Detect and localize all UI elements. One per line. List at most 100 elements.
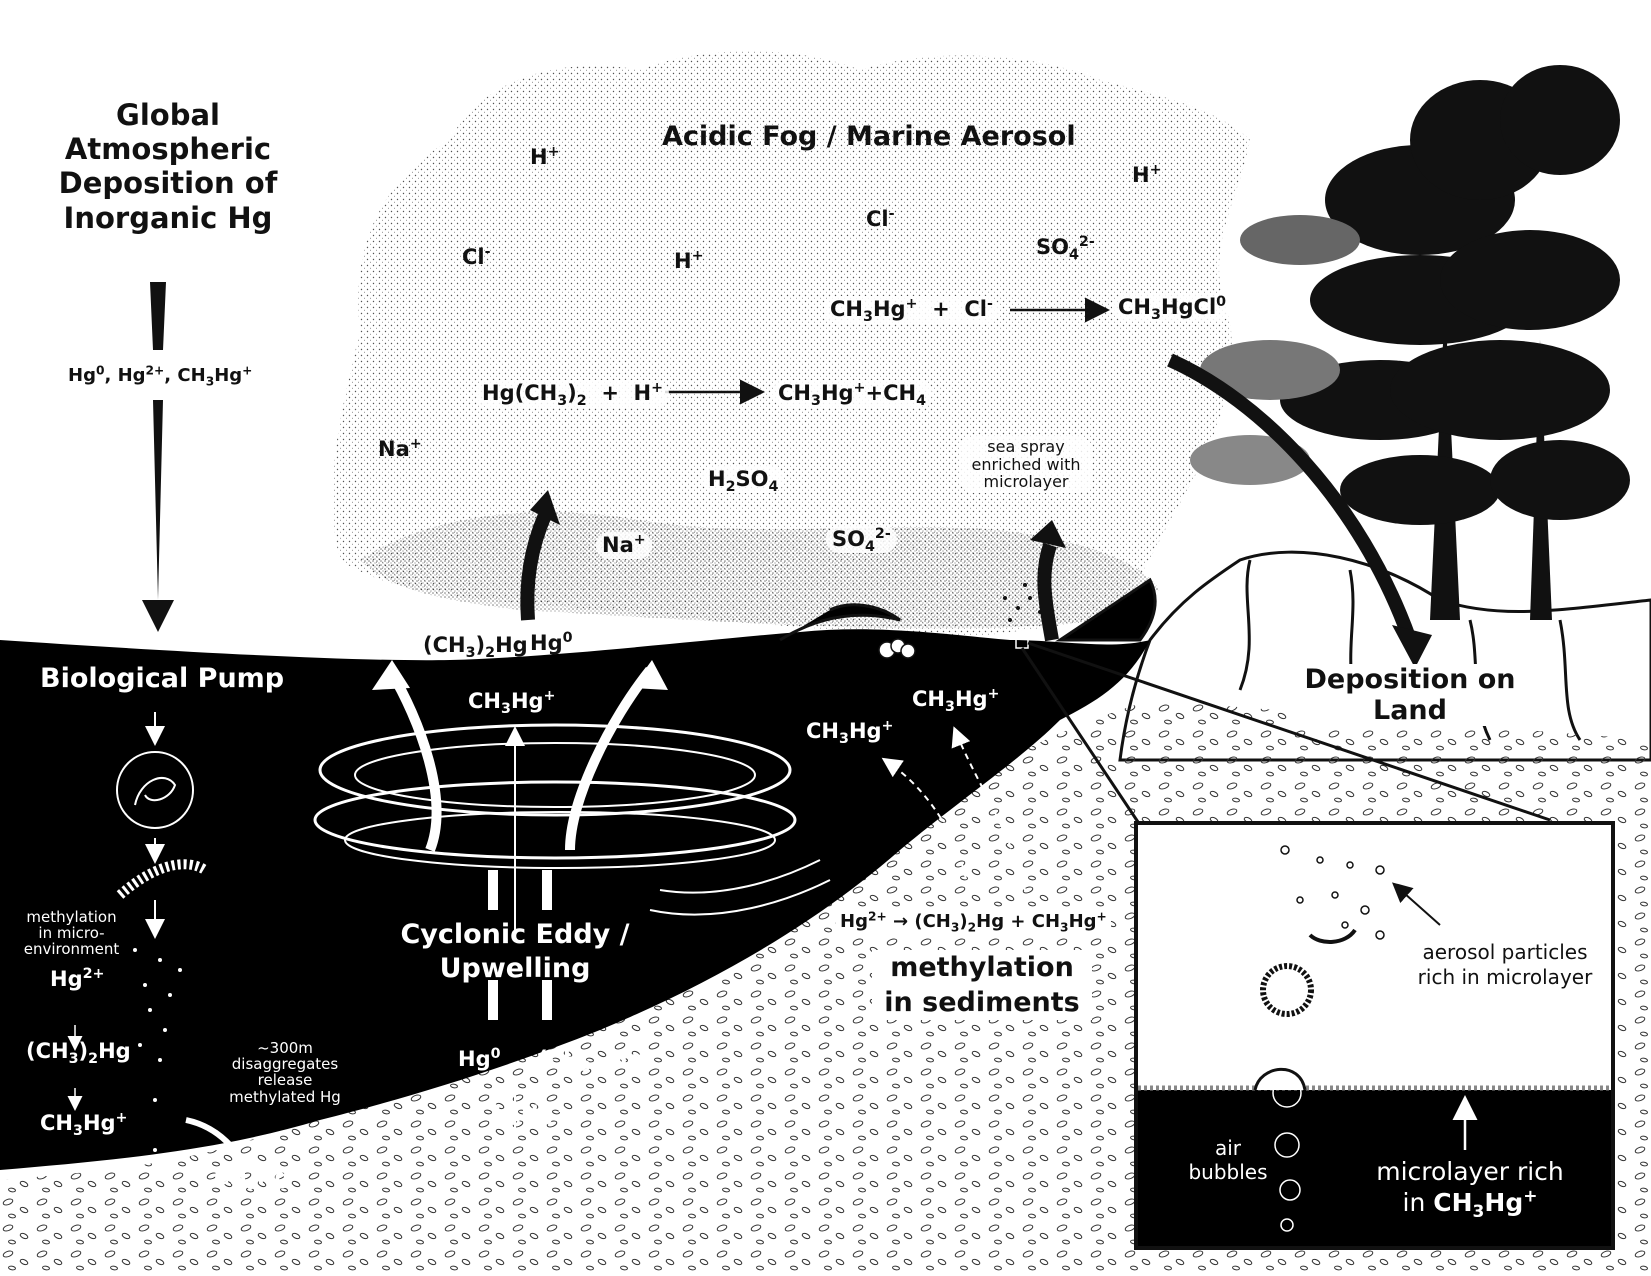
ion-sup: + (691, 248, 704, 265)
species-text: Hg (458, 1047, 491, 1071)
reaction-text: Hg (976, 911, 1005, 932)
species-text: (CH (538, 1047, 581, 1071)
eddy-bottom-dmhg: (CH3)2Hg (538, 1047, 643, 1074)
depth-note: ~300m disaggregates release methylated H… (220, 1040, 350, 1105)
reaction-sup: + (853, 380, 866, 397)
ion-sup: - (888, 206, 895, 223)
species-sub: 2 (88, 1050, 99, 1067)
ion-cl-1: Cl- (866, 206, 895, 231)
ion-h-1: H+ (530, 145, 560, 169)
microlayer-sub: 3 (1472, 1202, 1485, 1223)
title-line-1: Global (116, 98, 220, 132)
species-text: CH (806, 719, 839, 743)
species-sub: 3 (945, 698, 955, 715)
ocean (0, 629, 1150, 1170)
bio-hg2: Hg2+ (50, 966, 105, 991)
fog-reaction-2-product: CH3Hg++CH4 (772, 380, 933, 409)
species-sup: 2+ (82, 966, 105, 983)
ion-so4-1: SO42- (1036, 234, 1095, 262)
reaction-sup: 0 (1216, 294, 1227, 311)
ion-text: Cl (462, 245, 485, 269)
eddy-label: Cyclonic Eddy / Upwelling (385, 918, 645, 986)
sea-spray-line: enriched with (971, 454, 1081, 474)
ion-so4-2: SO42- (826, 526, 897, 555)
reaction-text: ) (567, 381, 577, 405)
methylation-micro-line: environment (23, 939, 120, 958)
species-sup: + (543, 688, 556, 705)
species-sup: + (553, 1100, 566, 1117)
species-text: CH (214, 1165, 247, 1189)
species-text: ) (475, 633, 486, 657)
species-text: Hg (510, 689, 544, 713)
fog-reaction-1-product: CH3HgCl0 (1112, 294, 1233, 322)
sea-spray-line: microlayer (983, 472, 1069, 492)
title-line-4: Inorganic Hg (63, 200, 273, 235)
reaction-sub: 4 (916, 392, 927, 409)
surface-dmhg: (CH3)2Hg (423, 633, 528, 660)
eddy-bottom-mehg: CH3Hg+ (478, 1100, 566, 1128)
reaction-sup: 2+ (867, 909, 887, 924)
ion-h-2: H+ (1132, 163, 1162, 187)
fog-cloud (332, 51, 1250, 640)
global-deposition-arrow (150, 282, 166, 600)
species-sub: 3 (205, 374, 215, 389)
sediments-label: methylation in sediments (872, 950, 1092, 1021)
aerosol-line: aerosol particles (1422, 940, 1588, 964)
reaction-sup: + (1096, 909, 1107, 924)
species-text: CH (912, 687, 945, 711)
depth-note-line: methylated Hg (229, 1087, 341, 1106)
title-line-2: Atmospheric (64, 132, 272, 167)
bio-mehg: CH3Hg+ (40, 1111, 128, 1138)
microlayer-line-2: in CH3Hg+ (1360, 1187, 1580, 1220)
species-text: Hg (82, 1111, 116, 1135)
reaction-text: CH (1031, 911, 1061, 932)
depth-note-line: disaggregates (231, 1055, 339, 1074)
ion-sup: 2- (1078, 234, 1095, 251)
species-text: Hg (530, 631, 563, 655)
sediments-line: methylation (890, 952, 1074, 983)
ion-text: H (530, 145, 548, 169)
reaction-sub: 3 (863, 308, 873, 325)
ion-sup: 2- (874, 526, 891, 543)
species-text: Hg (495, 633, 528, 657)
ion-text: Na (378, 437, 410, 461)
fog-reaction-2-left: Hg(CH3)2 + H+ (476, 380, 670, 408)
ion-text: Na (602, 533, 634, 557)
ion-sub: 4 (768, 478, 779, 495)
reaction-text: CH (830, 297, 863, 321)
reaction-sub: 2 (967, 920, 977, 935)
reaction-sup: + (905, 296, 918, 313)
reaction-text: H (633, 381, 652, 405)
sediment-reaction: Hg2+ → (CH3)2Hg + CH3Hg+ (836, 910, 1111, 934)
species-sub: 3 (501, 700, 511, 717)
biological-pump-label: Biological Pump (40, 663, 285, 694)
bio-dmhg: (CH3)2Hg (26, 1039, 131, 1066)
cyclonic-eddy (313, 666, 831, 1020)
ion-sub: 4 (864, 538, 875, 555)
reaction-text: CH (1118, 295, 1151, 319)
ion-sup: + (409, 436, 422, 453)
species-sub: 3 (580, 1058, 591, 1075)
reaction-sup: + (651, 380, 664, 397)
eddy-line: Cyclonic Eddy / (400, 919, 630, 950)
land-deposition-label: Deposition on Land (1290, 664, 1530, 727)
microlayer-text: in (1402, 1188, 1434, 1218)
species-sup: + (289, 1164, 302, 1181)
trees (1190, 65, 1630, 620)
species-text: CH (40, 1111, 73, 1135)
species-sub: 3 (73, 1122, 83, 1139)
reaction-sup: - (986, 296, 993, 313)
sediment-flux-arrow-2 (951, 726, 1026, 891)
reaction-text: Hg (872, 297, 906, 321)
depth-note-line: ~300m (257, 1039, 313, 1057)
species-text: Hg (68, 365, 96, 386)
ion-text: H (1132, 163, 1150, 187)
microlayer-label: microlayer rich in CH3Hg+ (1360, 1156, 1580, 1221)
eddy-center-species: CH3Hg+ (468, 688, 556, 716)
species-sup: 0 (95, 363, 105, 378)
ion-h2so4: H2SO4 (702, 466, 785, 495)
microlayer-line: microlayer rich (1376, 1157, 1564, 1186)
fog-title: Acidic Fog / Marine Aerosol (662, 121, 1076, 152)
land-line: Deposition on (1304, 664, 1516, 695)
